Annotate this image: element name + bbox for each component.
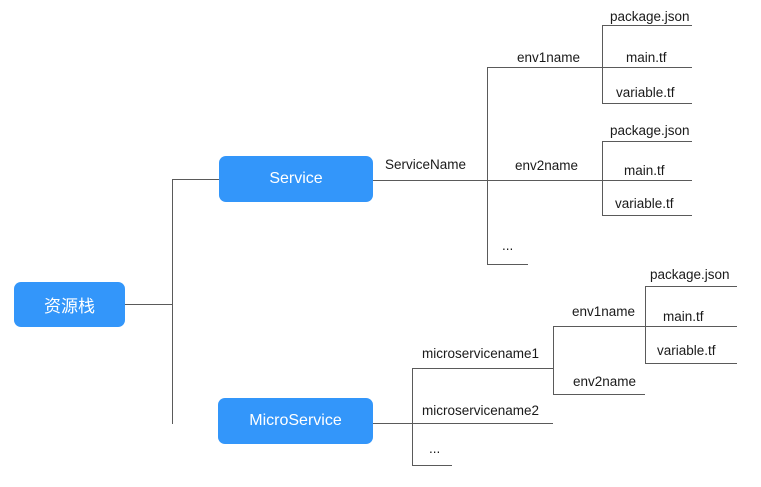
file-label: main.tf: [663, 309, 704, 324]
connector-line: [373, 180, 692, 181]
connector-line: [645, 363, 737, 364]
connector-line: [412, 368, 413, 466]
node-microservice-label: MicroService: [249, 412, 342, 429]
connector-line: [125, 304, 172, 305]
connector-line: [412, 465, 452, 466]
connector-line: [602, 141, 603, 216]
microservice-name-label: microservicename1: [422, 346, 540, 361]
connector-line: [487, 67, 692, 68]
connector-line: [373, 423, 553, 424]
env-label: env1name: [572, 304, 636, 319]
file-label: package.json: [650, 267, 730, 282]
node-resource-stack-label: 资源栈: [44, 297, 95, 316]
env-label: env1name: [517, 50, 581, 65]
connector-line: [412, 368, 553, 369]
connector-line: [487, 264, 528, 265]
file-label: variable.tf: [616, 85, 675, 100]
node-service-label: Service: [269, 170, 323, 187]
node-service: Service: [219, 156, 373, 202]
connector-line: [602, 25, 692, 26]
connector-line: [172, 179, 173, 424]
connector-line: [602, 141, 692, 142]
node-microservice: MicroService: [218, 398, 373, 444]
file-label: variable.tf: [657, 343, 716, 358]
connector-line: [645, 286, 737, 287]
connector-line: [602, 103, 692, 104]
node-resource-stack: 资源栈: [14, 282, 125, 327]
file-label: main.tf: [626, 50, 667, 65]
connector-line: [645, 286, 646, 364]
ellipsis-label: ...: [502, 238, 514, 253]
connector-line: [602, 25, 603, 104]
connector-line: [553, 394, 645, 395]
ellipsis-label: ...: [429, 441, 441, 456]
edge-label-servicename: ServiceName: [385, 157, 467, 172]
file-label: main.tf: [624, 163, 665, 178]
connector-line: [172, 179, 219, 180]
microservice-name-label: microservicename2: [422, 403, 540, 418]
file-label: package.json: [610, 123, 690, 138]
env-label: env2name: [515, 158, 579, 173]
env-label: env2name: [573, 374, 637, 389]
file-label: variable.tf: [615, 196, 674, 211]
connector-line: [553, 326, 554, 395]
connector-line: [487, 67, 488, 265]
connector-line: [602, 215, 692, 216]
file-label: package.json: [610, 9, 690, 24]
